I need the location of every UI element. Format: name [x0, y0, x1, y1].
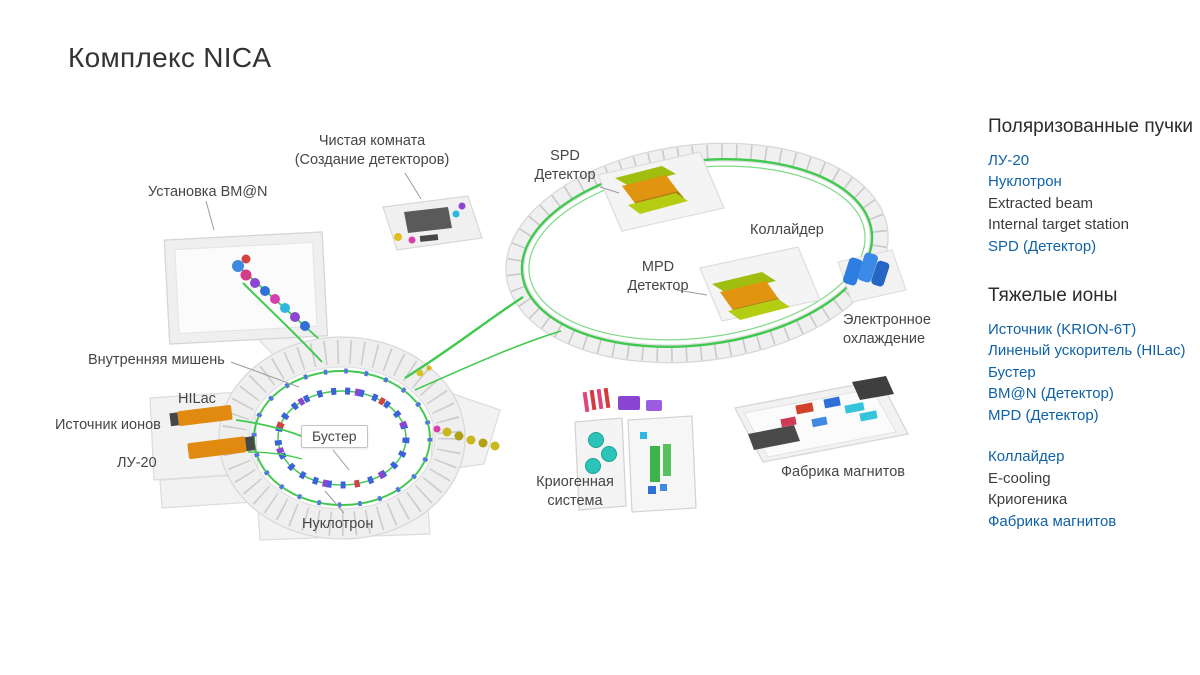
legend-sidebar: Поляризованные пучки ЛУ-20 Нуклотрон Ext…: [988, 114, 1193, 532]
beam-junction-dot: [416, 369, 424, 377]
legend-item-cryogenics: Криогеника: [988, 491, 1068, 509]
legend-item-mpd-detector[interactable]: MPD (Детектор): [988, 406, 1099, 424]
legend-item-hilac[interactable]: Линеный ускоритель (HILac): [988, 342, 1186, 360]
label-cryo-line2: система: [547, 493, 603, 510]
legend-item-nuclotron[interactable]: Нуклотрон: [988, 173, 1062, 191]
legend-item-lu20[interactable]: ЛУ-20: [988, 151, 1030, 169]
label-clean-room-line2: (Создание детекторов): [294, 152, 450, 169]
label-clean-room-line1: Чистая комната: [318, 133, 426, 149]
legend-item-bman-detector[interactable]: BM@N (Детектор): [988, 385, 1114, 403]
legend-item-krion-source[interactable]: Источник (KRION-6T): [988, 320, 1137, 338]
clean-room: [382, 195, 483, 251]
magnet-test-rack: [582, 387, 662, 413]
mpd-detector: [699, 246, 821, 322]
label-magnet-factory: Фабрика магнитов: [781, 464, 905, 480]
bman-building: [163, 231, 329, 345]
label-clean-room: Чистая комната (Создание детекторов): [252, 132, 492, 171]
beam-junction-dot2: [426, 365, 432, 371]
label-spd: SPD Детектор: [520, 147, 610, 186]
label-electron-cooling-line1: Электронное: [843, 312, 931, 328]
page-title: Комплекс NICA: [68, 42, 272, 73]
legend-item-ecooling: E-cooling: [988, 469, 1051, 487]
beam-transfer-lines: [235, 282, 562, 460]
magnet-factory: [734, 376, 909, 463]
label-nuclotron: Нуклотрон: [302, 516, 374, 532]
collider-ring: [505, 142, 889, 364]
yellow-magnet-chain: [433, 425, 500, 451]
legend-heading-heavy-ions: Тяжелые ионы: [988, 285, 1118, 307]
label-mpd-line2: Детектор: [627, 278, 689, 295]
legend-item-magnet-factory[interactable]: Фабрика магнитов: [988, 512, 1117, 530]
label-electron-cooling: Электронное охлаждение: [843, 311, 931, 350]
label-bman: Установка BM@N: [148, 184, 268, 200]
legend-item-spd-detector[interactable]: SPD (Детектор): [988, 237, 1097, 255]
legend-heading-polarized-beams: Поляризованные пучки: [988, 116, 1193, 137]
hilac-blocks: [169, 404, 256, 460]
label-hilac: HILac: [178, 391, 216, 407]
legend-item-collider[interactable]: Коллайдер: [988, 448, 1065, 466]
label-cryogenic-system: Криогенная система: [520, 473, 630, 512]
label-mpd: MPD Детектор: [608, 258, 708, 297]
cryogenic-system: [574, 415, 697, 513]
legend-item-booster[interactable]: Бустер: [988, 363, 1036, 381]
electron-cooling: [837, 249, 907, 303]
label-mpd-line1: MPD: [641, 259, 675, 275]
legend-item-extracted-beam: Extracted beam: [988, 194, 1094, 212]
label-collider: Коллайдер: [750, 222, 824, 238]
label-cryo-line1: Криогенная: [536, 474, 614, 490]
label-lu20: ЛУ-20: [117, 455, 157, 471]
leader-lines: [205, 172, 708, 514]
label-booster: Бустер: [301, 425, 368, 448]
label-internal-target: Внутренняя мишень: [88, 352, 225, 368]
label-spd-line1: SPD: [550, 148, 580, 164]
label-electron-cooling-line2: охлаждение: [843, 331, 926, 348]
label-spd-line2: Детектор: [534, 167, 596, 184]
label-ion-source: Источник ионов: [55, 417, 161, 433]
legend-item-internal-target-station: Internal target station: [988, 216, 1129, 234]
spd-detector: [597, 151, 725, 232]
